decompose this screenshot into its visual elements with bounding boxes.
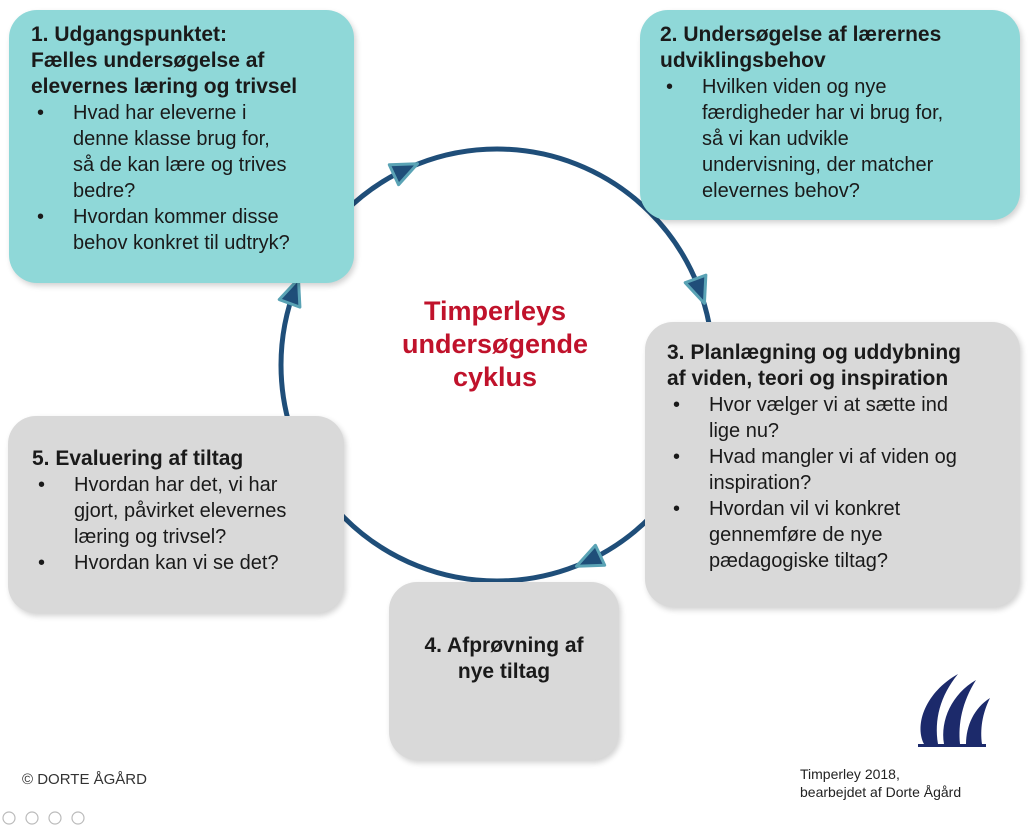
bullet: Hvordan kommer disse behov konkret til u… — [31, 204, 340, 256]
university-logo-icon — [918, 674, 990, 747]
viewer-toolbar — [2, 811, 85, 825]
step-2-title: 2. Undersøgelse af lærernes udviklingsbe… — [660, 23, 942, 72]
zoom-icon[interactable] — [48, 811, 62, 825]
cycle-title: Timperleys undersøgende cyklus — [401, 296, 589, 392]
step-3-title: 3. Planlægning og uddybning af viden, te… — [667, 341, 961, 390]
bullet: Hvordan kan vi se det? — [32, 550, 332, 576]
cycle-arrow-icon — [575, 543, 607, 568]
copyright-notice: © DORTE ÅGÅRD — [22, 771, 147, 788]
step-5-bullets: Hvordan har det, vi har gjort, påvirket … — [32, 472, 332, 576]
bullet: Hvad mangler vi af viden og inspiration? — [667, 444, 1008, 496]
step-4-title: 4. Afprøvning af nye tiltag — [424, 634, 584, 683]
step-1-bullets: Hvad har eleverne i denne klasse brug fo… — [31, 100, 340, 256]
bullet: Hvad har eleverne i denne klasse brug fo… — [31, 100, 340, 204]
more-icon[interactable] — [71, 811, 85, 825]
cycle-arrow-icon — [683, 273, 708, 305]
step-2-box: 2. Undersøgelse af lærernes udviklingsbe… — [640, 10, 1020, 220]
tool-icon[interactable] — [2, 811, 16, 825]
step-3-bullets: Hvor vælger vi at sætte ind lige nu? Hva… — [667, 392, 1008, 574]
source-credit: Timperley 2018, bearbejdet af Dorte Ågår… — [800, 766, 962, 800]
step-3-box: 3. Planlægning og uddybning af viden, te… — [645, 322, 1020, 607]
step-4-box: 4. Afprøvning af nye tiltag — [389, 582, 619, 760]
cycle-arrow-icon — [277, 277, 302, 309]
bullet: Hvor vælger vi at sætte ind lige nu? — [667, 392, 1008, 444]
bullet: Hvordan vil vi konkret gennemføre de nye… — [667, 496, 1008, 574]
bullet: Hvilken viden og nye færdigheder har vi … — [660, 74, 1006, 204]
step-1-box: 1. Udgangspunktet: Fælles undersøgelse a… — [9, 10, 354, 283]
step-1-title: 1. Udgangspunktet: Fælles undersøgelse a… — [31, 23, 298, 98]
step-5-title: 5. Evaluering af tiltag — [32, 447, 244, 470]
cycle-arrow-icon — [387, 162, 419, 187]
tool-icon[interactable] — [25, 811, 39, 825]
bullet: Hvordan har det, vi har gjort, påvirket … — [32, 472, 332, 550]
step-5-box: 5. Evaluering af tiltag Hvordan har det,… — [8, 416, 344, 613]
step-2-bullets: Hvilken viden og nye færdigheder har vi … — [660, 74, 1006, 204]
